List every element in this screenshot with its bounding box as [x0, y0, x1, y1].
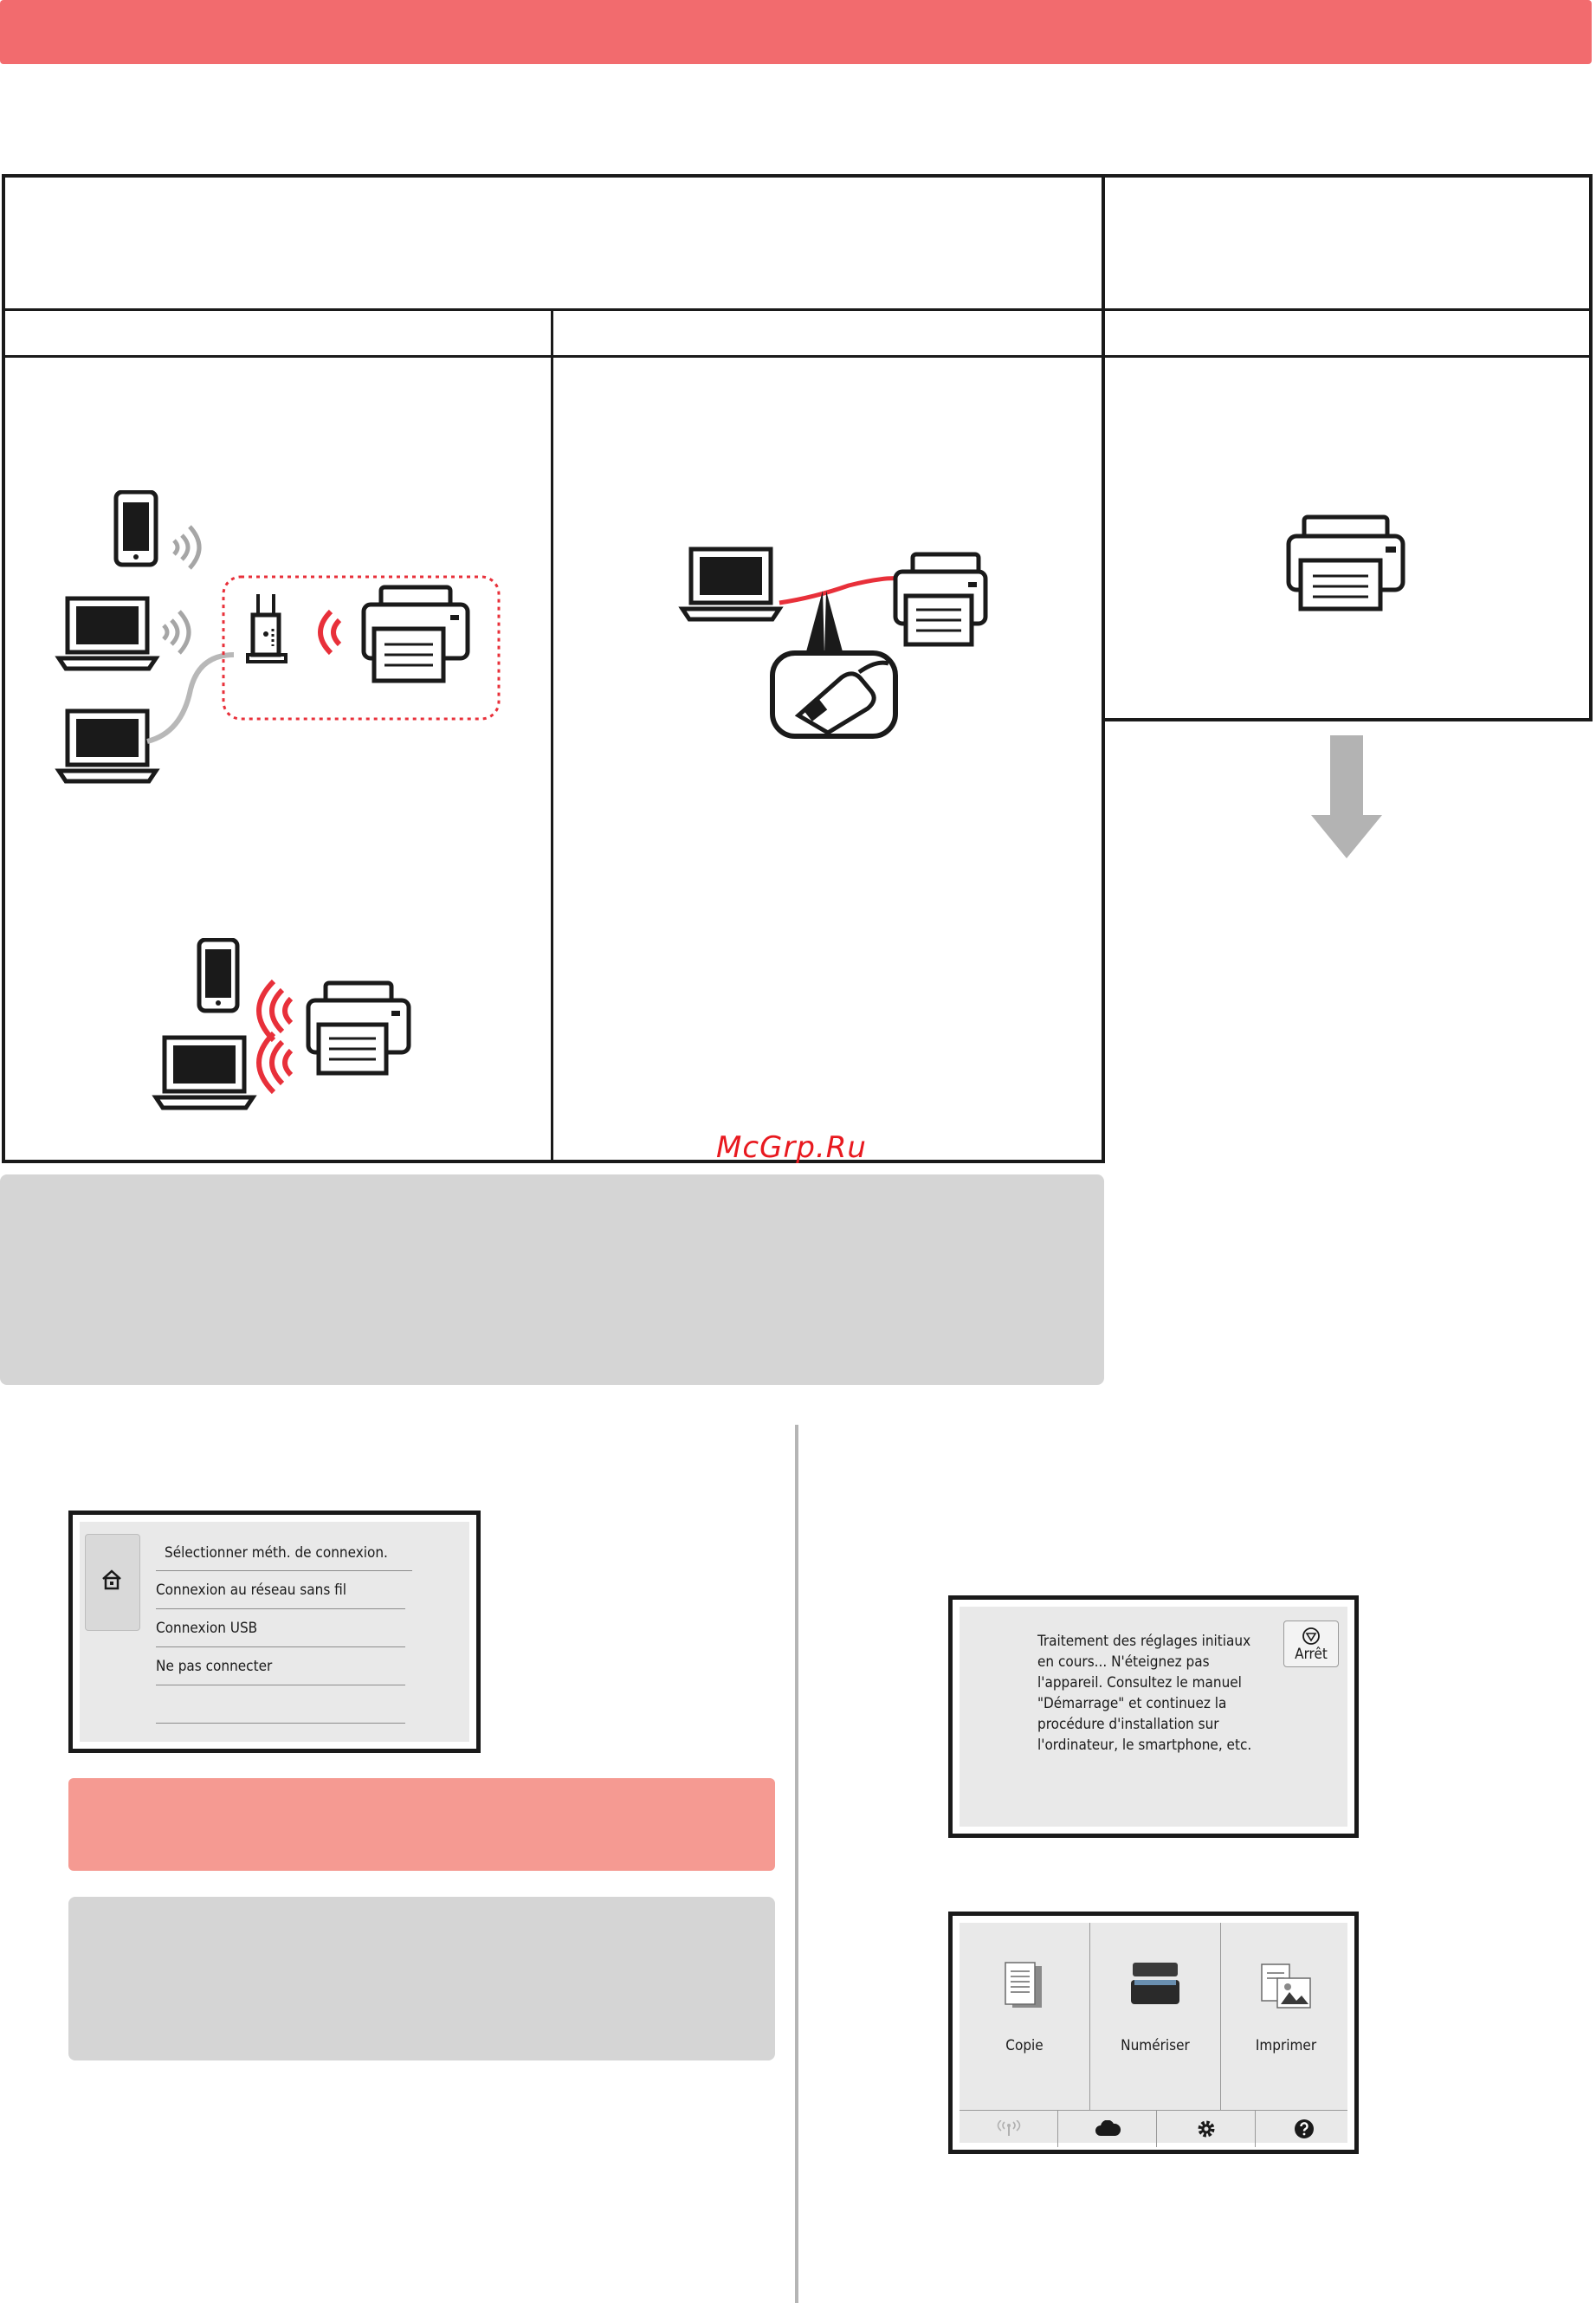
wireless-icon: [997, 2120, 1020, 2136]
wifi-waves-icon: [256, 979, 294, 1095]
router-icon: [246, 594, 288, 663]
standalone-printer-diagram: [1286, 514, 1405, 611]
usb-cable-icon: [770, 650, 898, 739]
print-icon: [1261, 1963, 1311, 2009]
stop-button[interactable]: Arrêt: [1283, 1621, 1339, 1667]
router-network-diagram: [55, 490, 501, 784]
direct-wireless-diagram: [152, 938, 411, 1110]
menu-item-empty[interactable]: [156, 1685, 405, 1723]
printer-icon: [893, 552, 988, 647]
connection-methods-table: [2, 174, 1593, 1163]
highlight-box: [68, 1778, 775, 1871]
menu-item-label: Connexion USB: [156, 1620, 258, 1637]
smartphone-icon: [113, 490, 158, 567]
wireless-button[interactable]: [960, 2111, 1057, 2147]
menu-title: Sélectionner méth. de connexion.: [165, 1544, 388, 1562]
divider: [1255, 2111, 1256, 2147]
divider: [1057, 2111, 1058, 2147]
column-divider: [795, 1425, 798, 2303]
note-box: [68, 1897, 775, 2060]
copy-label: Copie: [1005, 2037, 1044, 2054]
menu-item-label: Connexion au réseau sans fil: [156, 1582, 347, 1599]
scan-label: Numériser: [1121, 2037, 1190, 2054]
printer-icon: [306, 980, 411, 1076]
copy-icon: [1005, 1962, 1042, 2008]
laptop-icon: [152, 1035, 257, 1110]
scan-button[interactable]: Numériser: [1090, 1923, 1220, 2110]
usb-cable: [779, 576, 901, 605]
menu-item-usb[interactable]: Connexion USB: [156, 1608, 405, 1646]
down-arrow-icon: [1311, 735, 1382, 858]
divider: [1156, 2111, 1157, 2147]
print-button[interactable]: Imprimer: [1221, 1923, 1351, 2110]
help-button[interactable]: [1256, 2111, 1353, 2147]
header-bar: [0, 0, 1592, 64]
divider: [1220, 1923, 1221, 2110]
scan-icon: [1131, 1963, 1179, 2004]
home-icon: [102, 1569, 121, 1590]
smartphone-icon: [197, 938, 240, 1013]
printer-icon: [1286, 514, 1405, 611]
wifi-waves-icon: [162, 610, 191, 655]
laptop-icon: [55, 708, 160, 784]
cloud-button[interactable]: [1058, 2111, 1156, 2147]
cloud-icon: [1095, 2120, 1121, 2136]
connection-method-screen: Sélectionner méth. de connexion. Connexi…: [68, 1511, 481, 1753]
print-label: Imprimer: [1255, 2037, 1317, 2054]
laptop-icon: [678, 547, 784, 622]
home-button[interactable]: [85, 1534, 140, 1631]
usb-connection-diagram: [678, 547, 988, 739]
wifi-waves-icon: [172, 525, 202, 570]
settings-button[interactable]: [1157, 2111, 1255, 2147]
watermark: McGrp.Ru: [716, 1130, 867, 1165]
laptop-icon: [55, 596, 160, 671]
wifi-waves-icon: [318, 609, 342, 656]
init-message: Traitement des réglages initiaux en cour…: [1037, 1633, 1252, 1754]
menu-item-no-connection[interactable]: Ne pas connecter: [156, 1646, 405, 1685]
printer-icon: [361, 585, 470, 683]
home-screen: Copie Numériser Imprimer: [948, 1912, 1359, 2154]
menu-item-wireless[interactable]: Connexion au réseau sans fil: [156, 1570, 412, 1608]
divider: [1089, 1923, 1090, 2110]
menu-divider: [156, 1723, 405, 1724]
menu-item-label: Ne pas connecter: [156, 1658, 273, 1675]
help-icon: [1295, 2119, 1314, 2138]
status-bar: [960, 2110, 1347, 2147]
stop-label: Arrêt: [1295, 1646, 1328, 1663]
copy-button[interactable]: Copie: [960, 1923, 1089, 2110]
settings-icon: [1198, 2120, 1214, 2138]
initial-settings-screen: Traitement des réglages initiaux en cour…: [948, 1595, 1359, 1838]
note-box: [0, 1174, 1104, 1385]
stop-icon: [1302, 1627, 1320, 1645]
